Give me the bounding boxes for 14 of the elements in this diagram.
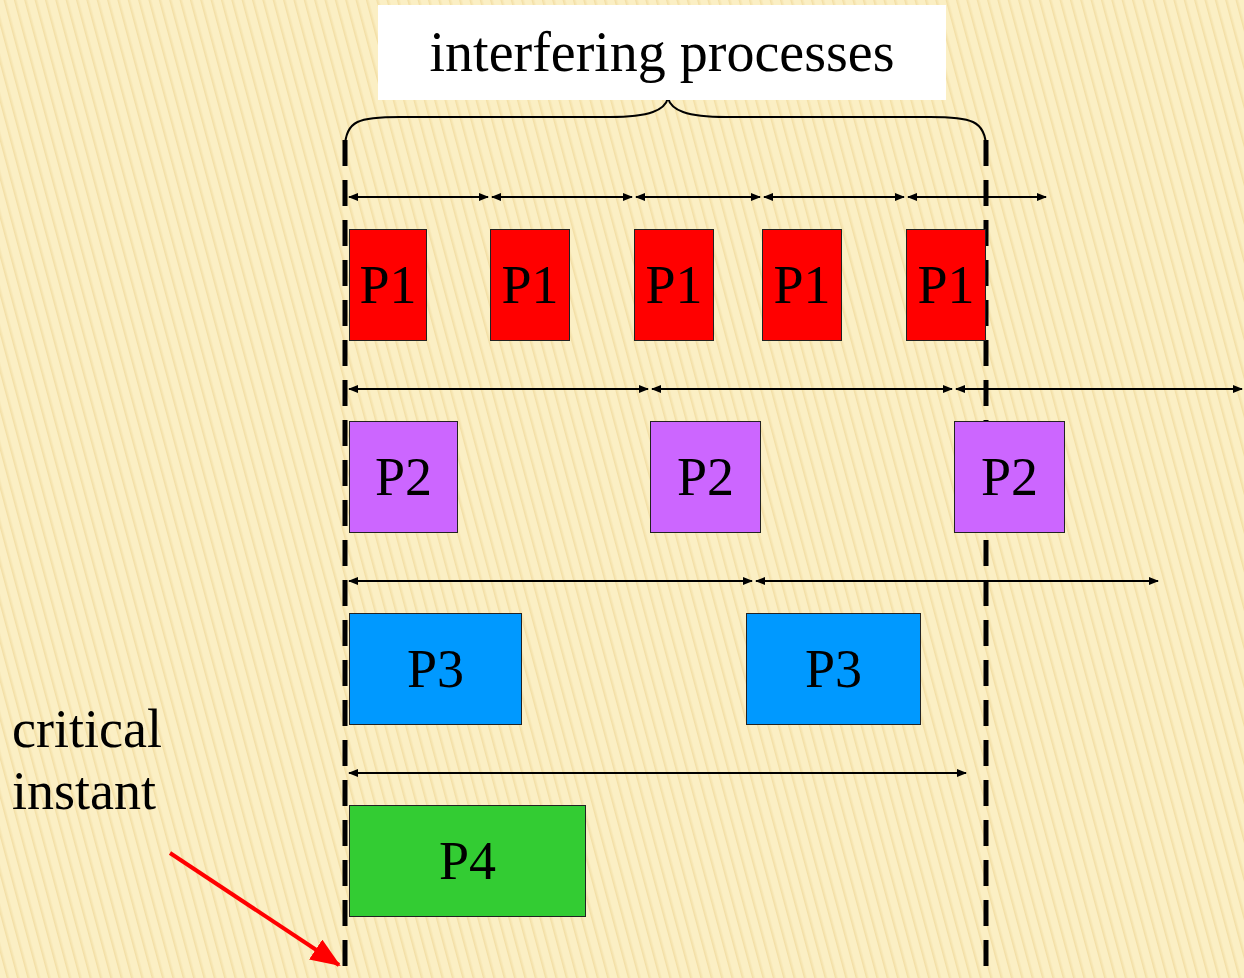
process-block: P3 [349, 613, 522, 725]
process-block: P1 [349, 229, 427, 341]
process-block: P1 [490, 229, 570, 341]
process-block: P4 [349, 805, 586, 917]
process-block: P3 [746, 613, 921, 725]
process-block: P2 [650, 421, 761, 533]
process-block: P2 [349, 421, 458, 533]
group-label: interfering processes [378, 5, 946, 100]
process-block: P1 [634, 229, 714, 341]
annotation-text: critical instant [12, 698, 212, 822]
process-block: P2 [954, 421, 1065, 533]
process-block: P1 [906, 229, 986, 341]
process-block: P1 [762, 229, 842, 341]
arrow [168, 851, 341, 967]
